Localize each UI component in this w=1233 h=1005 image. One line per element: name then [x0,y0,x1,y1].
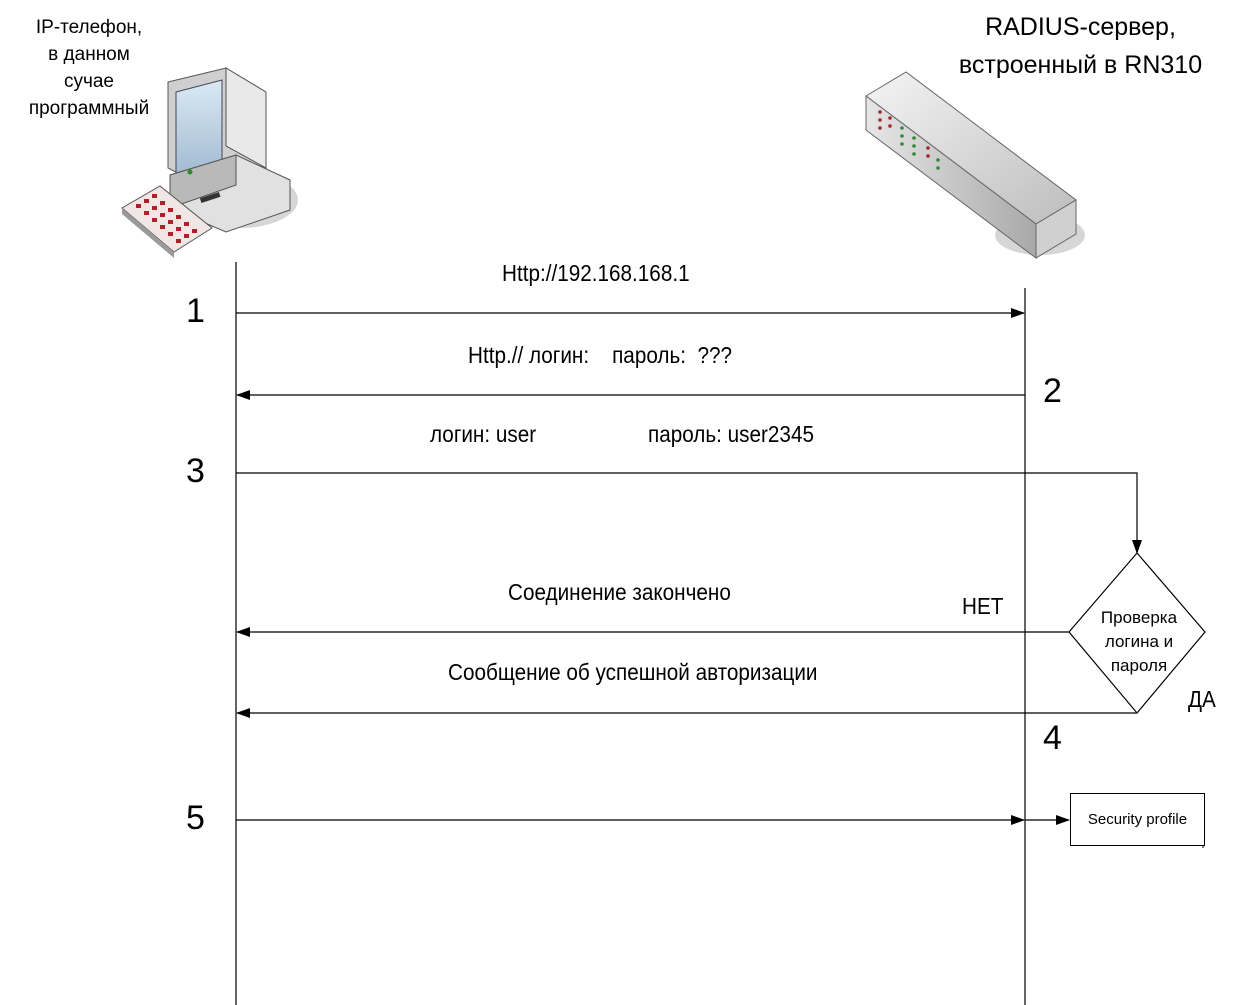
client-caption: IP-телефон, в данном сучае программный [0,14,178,122]
message-success-label: Сообщение об успешной авторизации [448,659,817,686]
step-number-1: 1 [186,292,205,331]
message-2-label: Http.// логин: пароль: ??? [468,342,732,369]
rack-server-icon [866,72,1085,258]
step-number-5: 5 [186,799,205,838]
server-caption: RADIUS-сервер, встроенный в RN310 [928,8,1233,84]
arrow-step3 [236,473,1137,553]
message-1-label: Http://192.168.168.1 [502,260,690,287]
security-profile-label: Security profile [1088,811,1187,828]
decision-yes-label: ДА [1188,686,1216,713]
step-number-2: 2 [1043,372,1062,411]
decision-no-label: НЕТ [962,593,1003,620]
message-3-password-label: пароль: user2345 [648,421,814,448]
message-fail-label: Соединение закончено [508,579,731,606]
step-number-3: 3 [186,452,205,491]
step-number-4: 4 [1043,719,1062,758]
security-profile-box: Security profile [1070,793,1205,846]
decision-label: Проверка логина и пароля [1080,606,1198,678]
message-3-login-label: логин: user [430,421,536,448]
